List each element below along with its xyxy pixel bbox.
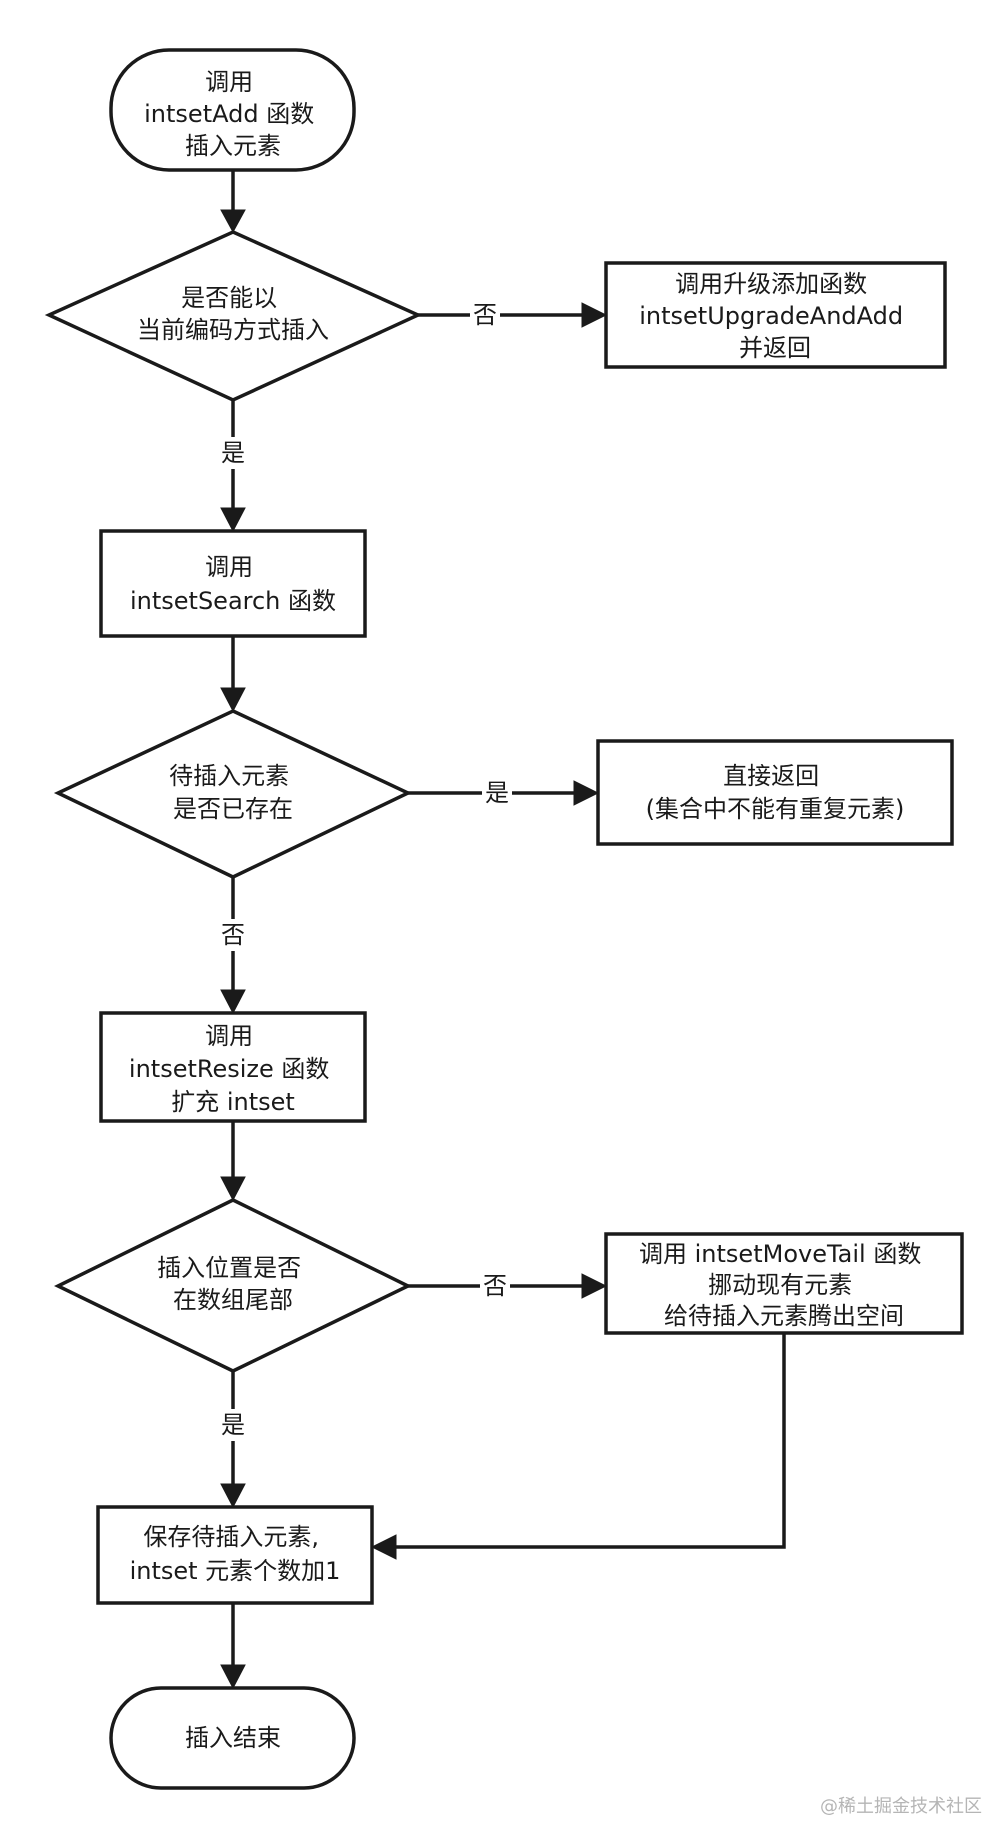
svg-text:插入结束: 插入结束 [185,1724,281,1752]
edges [220,170,786,1690]
decision-element-exists: 待插入元素 是否已存在 [53,709,413,879]
process-call-resize: 调用 intsetResize 函数 扩充 intset [99,1011,367,1123]
process-save-element: 保存待插入元素, intset 元素个数加1 [96,1505,374,1605]
edge-label-exists-yes: 是 [485,779,509,807]
start-terminal: 调用 intsetAdd 函数 插入元素 [109,48,356,172]
arrow-head [220,507,246,533]
svg-text:是否能以 当前编码方式插入: 是否能以 当前编码方式插入 [137,284,329,344]
process-upgrade-and-add: 调用升级添加函数 intsetUpgradeAndAdd 并返回 [604,261,947,369]
edge-label-exists-no: 否 [221,921,245,949]
svg-text:调用 intsetResize 函数: 调用 intsetResize 函数 扩充 intset [129,1022,337,1116]
process-return-directly: 直接返回 (集合中不能有重复元素) [596,739,954,846]
svg-text:调用 intsetMoveTail 函数 挪动现: 调用 intsetMoveTail 函数 挪动现有元素 给待插入元素腾出空间 [639,1240,929,1330]
arrow-head [220,687,246,713]
svg-text:插入位置是否 在数组尾部: 插入位置是否 在数组尾部 [157,1254,309,1314]
decision-insert-at-tail: 插入位置是否 在数组尾部 [54,1198,412,1373]
edge-label-tail-no: 否 [483,1272,507,1300]
arrow-head [573,780,600,806]
edge-label-can-insert-no: 否 [473,301,497,329]
arrow-head [581,302,608,328]
edge-label-tail-yes: 是 [221,1411,245,1439]
svg-text:直接返回 (集合中不能有重复元素): 直接返回 (集合中不能有重复元素) [646,762,905,823]
arrow-head [220,1664,246,1690]
arrow-head [370,1534,397,1560]
arrow-head [220,209,246,234]
edge-labels: 否 是 是 否 否 是 [218,299,512,1441]
arrow-head [581,1273,608,1299]
process-move-tail: 调用 intsetMoveTail 函数 挪动现有元素 给待插入元素腾出空间 [604,1232,964,1335]
end-terminal: 插入结束 [109,1686,356,1790]
svg-text:调用 intsetAdd 函数 插入: 调用 intsetAdd 函数 插入元素 [144,68,322,160]
edge-label-can-insert-yes: 是 [221,439,245,467]
svg-text:保存待插入元素, intset 元素个数加1: 保存待插入元素, intset 元素个数加1 [130,1523,341,1585]
svg-text:调用 intsetSearch 函数: 调用 intsetSearch 函数 [130,553,336,615]
edge-move-tail-to-save [396,1333,786,1549]
svg-text:调用升级添加函数 intsetUpgradeAn: 调用升级添加函数 intsetUpgradeAndAdd 并返回 [639,270,911,362]
svg-text:待插入元素 是否已存在: 待插入元素 是否已存在 [169,762,297,823]
arrow-head [220,989,246,1015]
process-call-search: 调用 intsetSearch 函数 [99,529,367,638]
arrow-head [220,1483,246,1509]
decision-can-insert-current-encoding: 是否能以 当前编码方式插入 [44,230,423,402]
watermark-text: @稀土掘金技术社区 [820,1796,982,1817]
arrow-head [220,1176,246,1202]
